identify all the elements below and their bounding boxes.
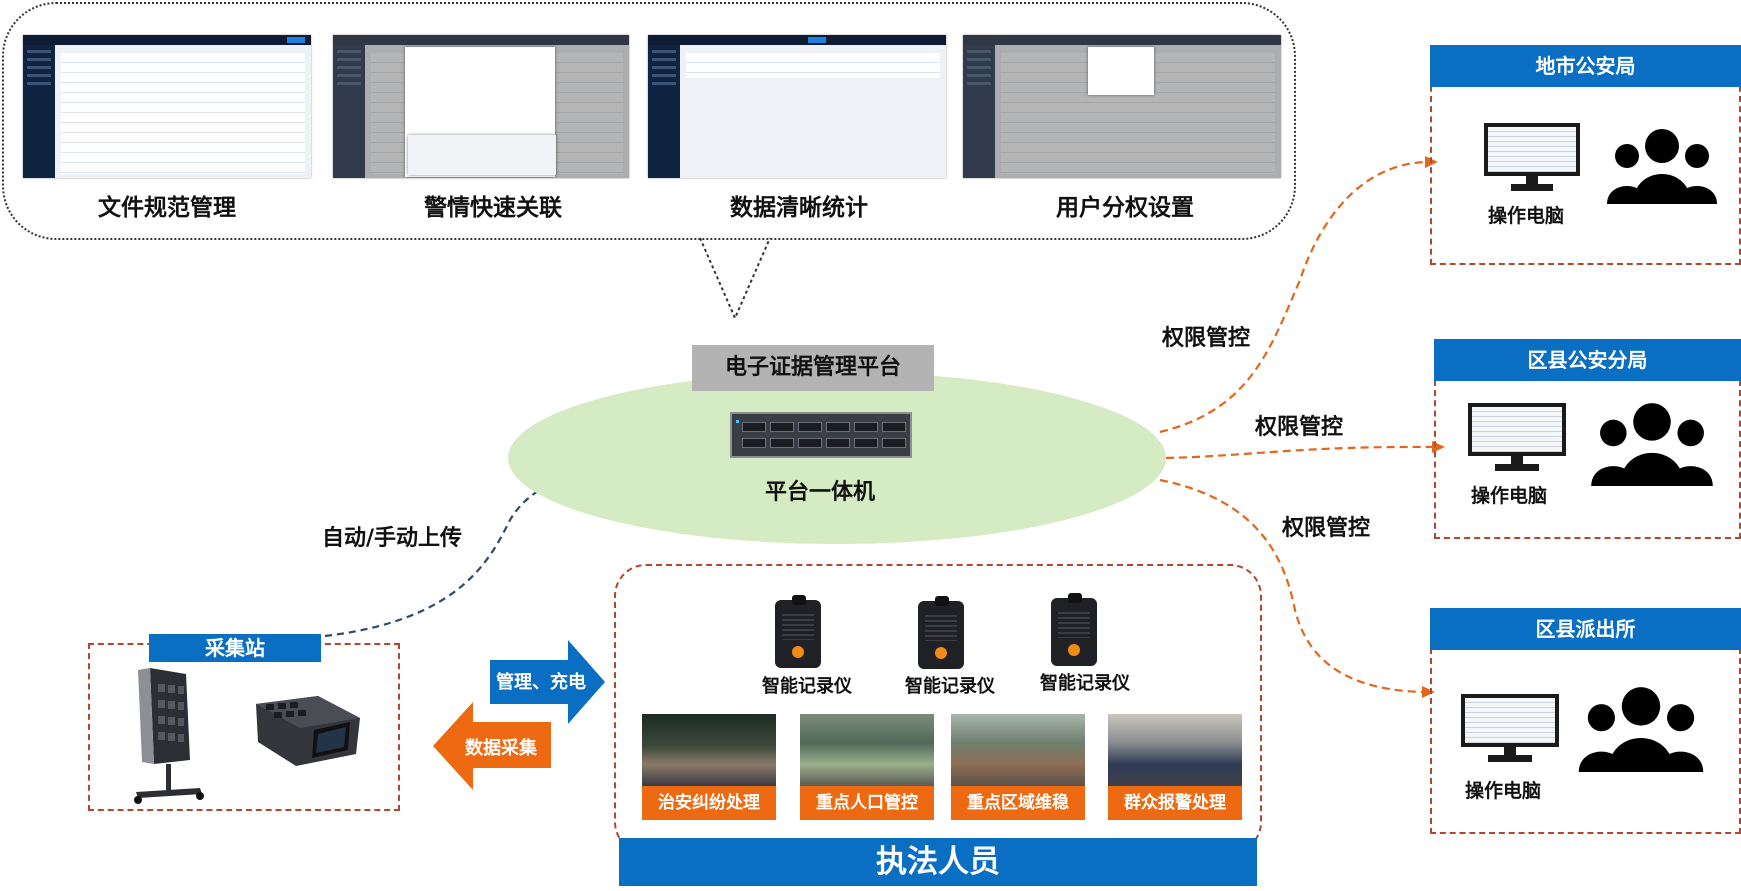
feature-screenshot-alarm bbox=[333, 35, 629, 178]
scenario-label-4: 群众报警处理 bbox=[1108, 786, 1242, 820]
people-group-icon bbox=[1607, 129, 1717, 204]
recorder-label-2: 智能记录仪 bbox=[905, 676, 995, 697]
body-recorder-icon bbox=[918, 596, 964, 669]
perm-line-1 bbox=[1159, 160, 1426, 434]
collection-cabinet-icon bbox=[134, 668, 204, 804]
perm-line-2 bbox=[1165, 445, 1433, 460]
feature-label-4: 用户分权设置 bbox=[1056, 195, 1194, 221]
computer-label-station: 操作电脑 bbox=[1465, 780, 1542, 802]
permission-label-3: 权限管控 bbox=[1282, 516, 1371, 541]
people-group-icon bbox=[1578, 687, 1704, 772]
agency-title-district: 区县公安分局 bbox=[1434, 339, 1741, 381]
platform-title: 电子证据管理平台 bbox=[692, 345, 934, 391]
computer-label-district: 操作电脑 bbox=[1471, 485, 1548, 507]
platform-device-label: 平台一体机 bbox=[764, 480, 875, 505]
scenario-photo-2: 重点人口管控 bbox=[800, 714, 934, 820]
body-recorder-icon bbox=[775, 595, 821, 668]
computer-monitor-icon bbox=[1484, 123, 1580, 191]
data-collect-label: 数据采集 bbox=[465, 738, 537, 759]
data-collect-arrow bbox=[433, 702, 551, 790]
scenario-label-1: 治安纠纷处理 bbox=[642, 786, 776, 820]
recorder-label-3: 智能记录仪 bbox=[1040, 673, 1130, 694]
scenario-photo-1: 治安纠纷处理 bbox=[642, 714, 776, 820]
feature-bubble bbox=[2, 2, 1296, 240]
feature-label-2: 警情快速关联 bbox=[424, 195, 562, 221]
server-device-icon bbox=[730, 412, 912, 458]
computer-monitor-icon bbox=[1461, 694, 1559, 762]
perm-line-3 bbox=[1159, 478, 1423, 694]
feature-label-1: 文件规范管理 bbox=[98, 195, 236, 221]
agency-title-city: 地市公安局 bbox=[1430, 45, 1741, 87]
scenario-photo-4: 群众报警处理 bbox=[1108, 714, 1242, 820]
body-recorder-icon bbox=[1051, 593, 1097, 666]
people-group-icon bbox=[1591, 403, 1713, 486]
feature-label-3: 数据清晰统计 bbox=[730, 195, 868, 221]
feature-screenshot-stats bbox=[648, 35, 946, 178]
manage-charge-arrow bbox=[490, 640, 605, 724]
scenario-label-2: 重点人口管控 bbox=[800, 786, 934, 820]
collection-terminal-icon bbox=[256, 696, 360, 766]
permission-label-1: 权限管控 bbox=[1162, 326, 1251, 351]
recorder-label-1: 智能记录仪 bbox=[762, 676, 852, 697]
manage-charge-label: 管理、充电 bbox=[496, 672, 586, 693]
scenario-label-3: 重点区域维稳 bbox=[951, 786, 1085, 820]
scenario-photo-3: 重点区域维稳 bbox=[951, 714, 1085, 820]
feature-screenshot-file bbox=[23, 35, 311, 178]
platform-ellipse bbox=[508, 372, 1166, 544]
computer-label-city: 操作电脑 bbox=[1488, 205, 1565, 227]
officers-title: 执法人员 bbox=[619, 838, 1257, 886]
agency-title-station: 区县派出所 bbox=[1430, 608, 1741, 650]
computer-monitor-icon bbox=[1468, 403, 1566, 471]
feature-screenshot-permission bbox=[963, 35, 1281, 178]
upload-label: 自动/手动上传 bbox=[322, 526, 463, 551]
collection-station-title: 采集站 bbox=[149, 634, 321, 662]
permission-label-2: 权限管控 bbox=[1255, 415, 1344, 440]
